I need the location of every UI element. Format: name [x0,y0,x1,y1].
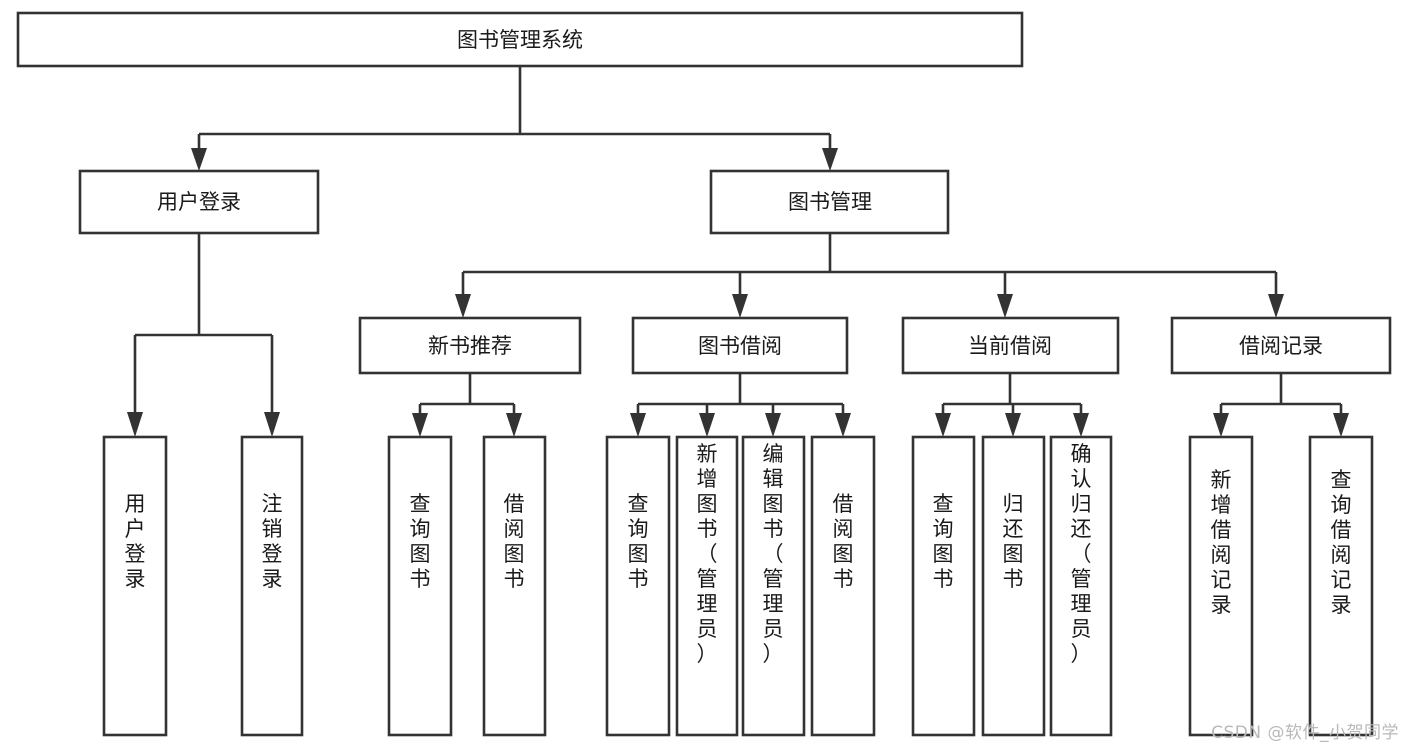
connector-group-borrow-record [1213,373,1349,437]
arrow-head-leaf-user-login [127,412,143,437]
arrow-head-leaf-query-book-3 [935,413,951,437]
node-leaf-query-book-1-box[interactable] [387,435,453,737]
arrow-head-leaf-query-book-2 [630,413,646,437]
node-leaf-add-record-box[interactable] [1188,435,1254,737]
arrow-head-user-login [191,148,207,171]
node-book-manage-box[interactable] [709,169,950,235]
node-borrow-record[interactable]: 借阅记录 [1170,316,1392,375]
arrow-head-leaf-query-book-1 [412,413,428,437]
arrow-head-new-book-recommend [455,294,471,318]
connector-group-new-book-recommend [412,373,522,437]
node-leaf-borrow-book-1-label: 借阅图书 [504,492,525,591]
node-leaf-borrow-book-2-box[interactable] [810,435,876,737]
node-leaf-borrow-book-2-label: 借阅图书 [833,492,854,591]
node-leaf-add-book-label: 新增图书（管理员） [697,442,718,666]
node-leaf-query-book-2[interactable]: 查询图书 [605,435,671,737]
node-leaf-logout[interactable]: 注销登录 [240,435,304,737]
node-borrow-record-label: 借阅记录 [1239,334,1323,358]
node-current-borrow[interactable]: 当前借阅 [901,316,1120,375]
node-user-login-box[interactable] [78,169,320,235]
connector-group-root [191,66,838,171]
node-leaf-user-login-label: 用户登录 [125,492,146,591]
arrow-head-leaf-query-record [1333,413,1349,437]
node-leaf-user-login[interactable]: 用户登录 [102,435,168,737]
node-leaf-confirm-return[interactable]: 确认归还（管理员） [1049,435,1113,737]
node-leaf-return-book-box[interactable] [981,435,1046,737]
node-leaf-add-record-label: 新增借阅记录 [1211,468,1232,617]
csdn-watermark: CSDN @软件_小贺同学 [1211,723,1399,743]
node-book-borrow-box[interactable] [631,316,849,375]
node-leaf-query-book-2-box[interactable] [605,435,671,737]
connector-group-current-borrow [935,373,1089,437]
node-leaf-borrow-book-1[interactable]: 借阅图书 [482,435,547,737]
node-leaf-query-record-box[interactable] [1308,435,1374,737]
node-leaf-query-book-1-label: 查询图书 [410,492,431,591]
node-root-system-box[interactable] [16,11,1024,68]
arrow-head-leaf-confirm-return [1073,413,1089,437]
arrow-head-leaf-add-book [699,413,715,437]
arrow-head-leaf-borrow-book-2 [835,413,851,437]
node-leaf-query-record-label: 查询借阅记录 [1331,468,1352,617]
node-leaf-confirm-return-label: 确认归还（管理员） [1071,442,1092,666]
node-leaf-edit-book-box[interactable] [741,435,806,737]
connector-group-user-login [127,233,280,437]
node-leaf-query-record[interactable]: 查询借阅记录 [1308,435,1374,737]
connector-group-book-manage [455,233,1284,318]
node-leaf-query-book-3-label: 查询图书 [933,492,954,591]
arrow-head-leaf-borrow-book-1 [506,413,522,437]
node-book-manage-label: 图书管理 [788,190,872,214]
arrow-head-leaf-edit-book [765,413,781,437]
node-leaf-add-book-box[interactable] [675,435,739,737]
node-leaf-query-book-1[interactable]: 查询图书 [387,435,453,737]
node-leaf-query-book-3[interactable]: 查询图书 [911,435,976,737]
node-user-login-label: 用户登录 [157,190,241,214]
node-new-book-recommend[interactable]: 新书推荐 [358,316,582,375]
node-new-book-recommend-label: 新书推荐 [428,334,512,358]
node-leaf-add-book[interactable]: 新增图书（管理员） [675,435,739,737]
arrow-head-leaf-add-record [1213,413,1229,437]
node-leaf-borrow-book-1-box[interactable] [482,435,547,737]
node-new-book-recommend-box[interactable] [358,316,582,375]
node-root-system[interactable]: 图书管理系统 [16,11,1024,68]
node-borrow-record-box[interactable] [1170,316,1392,375]
arrow-head-leaf-return-book [1005,413,1021,437]
node-current-borrow-label: 当前借阅 [968,334,1052,358]
node-leaf-confirm-return-box[interactable] [1049,435,1113,737]
node-leaf-edit-book-label: 编辑图书（管理员） [763,442,784,666]
node-book-borrow[interactable]: 图书借阅 [631,316,849,375]
node-leaf-user-login-box[interactable] [102,435,168,737]
arrow-head-book-borrow [732,294,748,318]
node-current-borrow-box[interactable] [901,316,1120,375]
arrow-head-book-manage [822,148,838,171]
node-leaf-return-book-label: 归还图书 [1003,492,1024,591]
node-leaf-query-book-3-box[interactable] [911,435,976,737]
arrow-head-leaf-logout [264,412,280,437]
node-leaf-edit-book[interactable]: 编辑图书（管理员） [741,435,806,737]
node-leaf-add-record[interactable]: 新增借阅记录 [1188,435,1254,737]
node-leaf-query-book-2-label: 查询图书 [628,492,649,591]
node-root-system-label: 图书管理系统 [457,28,583,52]
arrow-head-borrow-record [1268,294,1284,318]
arrow-head-current-borrow [997,294,1013,318]
node-user-login[interactable]: 用户登录 [78,169,320,235]
node-leaf-logout-box[interactable] [240,435,304,737]
node-book-borrow-label: 图书借阅 [698,334,782,358]
node-book-manage[interactable]: 图书管理 [709,169,950,235]
node-leaf-borrow-book-2[interactable]: 借阅图书 [810,435,876,737]
node-leaf-logout-label: 注销登录 [262,492,283,591]
node-leaf-return-book[interactable]: 归还图书 [981,435,1046,737]
connector-group-book-borrow [630,373,851,437]
